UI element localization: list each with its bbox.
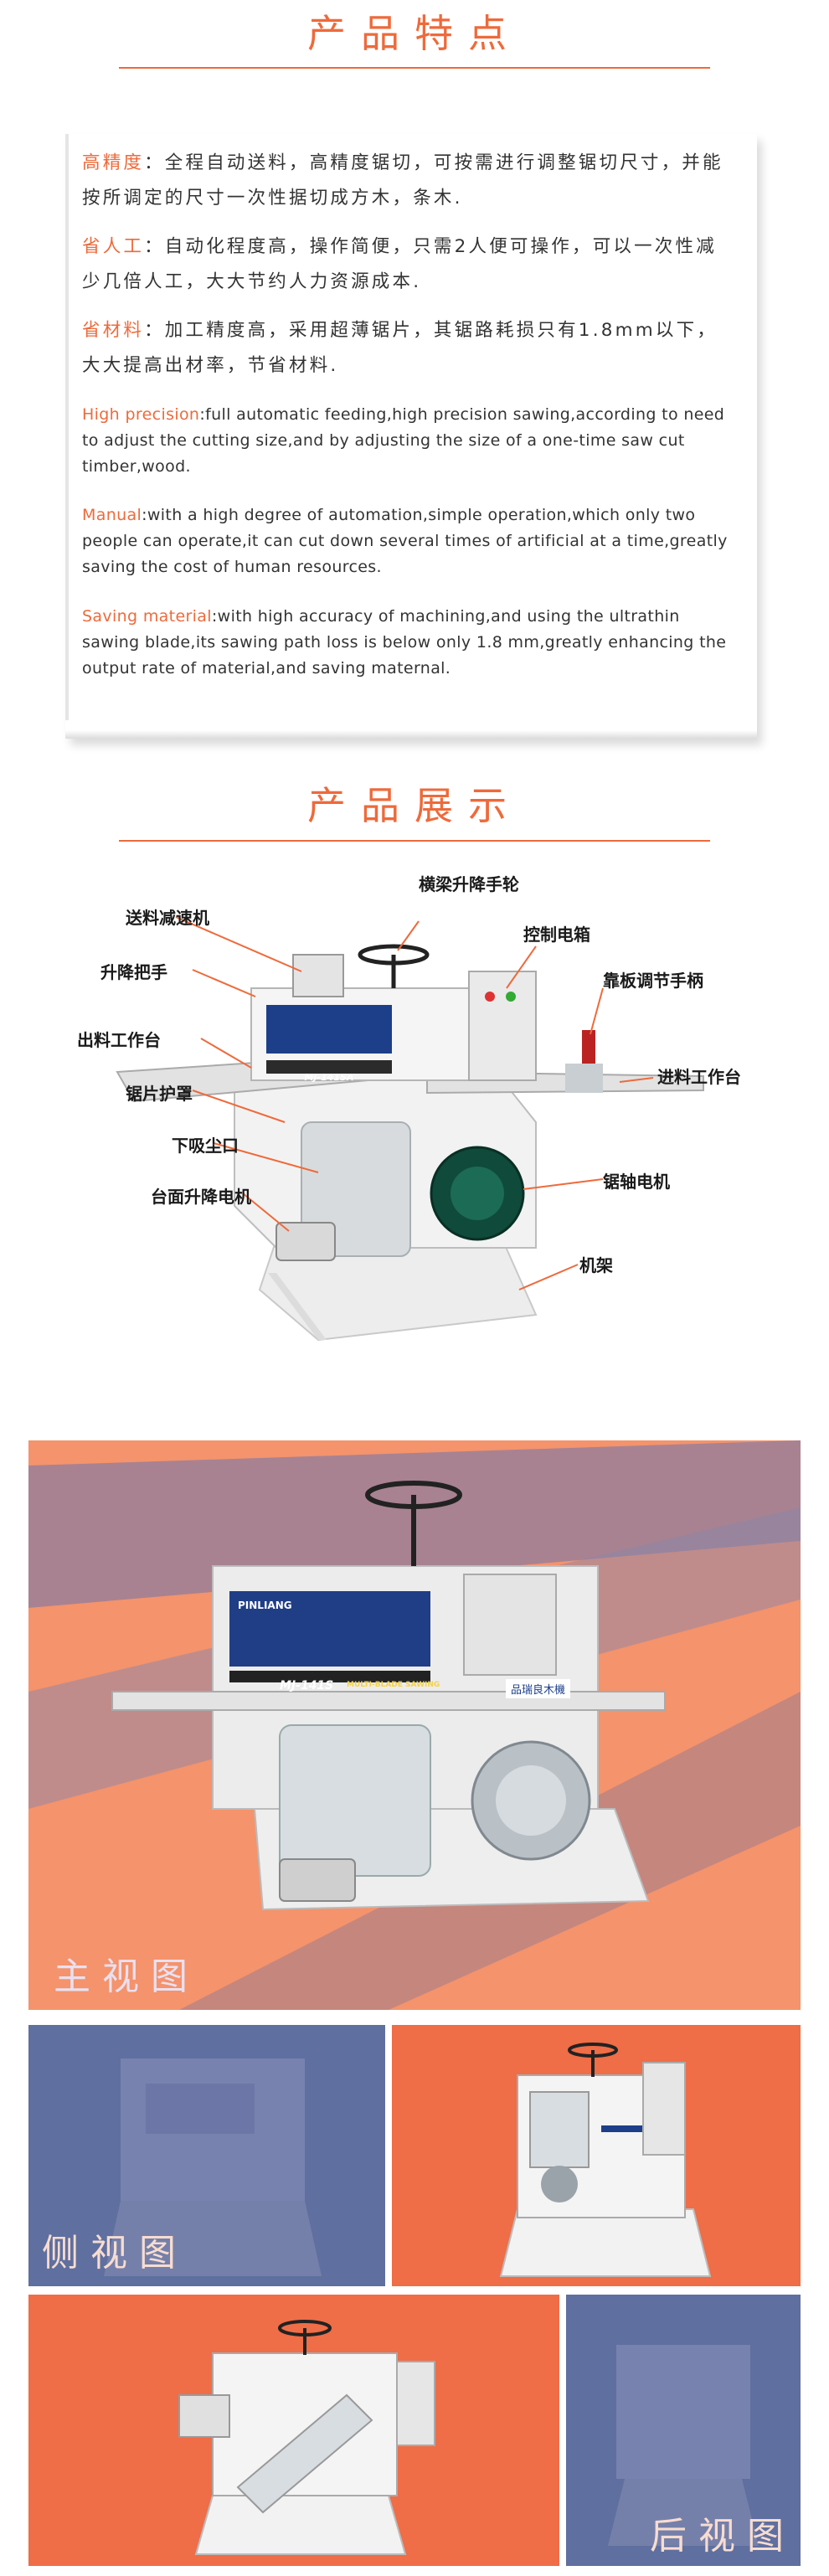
front-view-panel: PINLIANG MJ-141S MULTI-BLADE SAWING 品瑞良木… <box>28 1440 801 2010</box>
callout-lift-handle: 升降把手 <box>100 962 167 982</box>
callout-spindle-motor: 锯轴电机 <box>603 1172 670 1192</box>
feature-en-precision: High precision:full automatic feeding,hi… <box>82 405 725 476</box>
features-heading-underline <box>119 67 710 69</box>
rear-view-photo-panel <box>28 2295 559 2566</box>
front-brand-label: PINLIANG <box>238 1600 292 1611</box>
callout-frame: 机架 <box>579 1255 613 1275</box>
callout-dust-outlet: 下吸尘口 <box>172 1136 239 1156</box>
machine-illustration <box>116 916 704 1342</box>
features-heading: 产品特点 <box>307 11 522 56</box>
callout-blade-guard: 锯片护罩 <box>126 1084 193 1104</box>
front-model-label: MJ-141S <box>280 1679 334 1692</box>
feature-en-manual: Manual:with a high degree of automation,… <box>82 506 728 576</box>
side-view-blue-photo <box>104 2058 322 2276</box>
side-view-photo-panel <box>392 2025 801 2286</box>
feature-cn-precision: 高精度：全程自动送料，高精度锯切，可按需进行调整锯切尺寸，并能按所调定的尺寸一次… <box>82 152 723 209</box>
rear-view-blue-photo <box>608 2345 759 2546</box>
front-badge-label: MULTI-BLADE SAWING <box>347 1681 440 1689</box>
card-bottom-shadow <box>65 730 757 739</box>
rear-view-blue-panel: 后视图 <box>566 2295 801 2566</box>
callout-fence-handle: 靠板调节手柄 <box>603 971 703 991</box>
display-heading-underline <box>119 840 710 842</box>
callout-feed-reducer: 送料减速机 <box>126 908 209 928</box>
callout-table-lift-motor: 台面升降电机 <box>151 1187 251 1207</box>
rear-view-photo <box>178 2320 435 2555</box>
front-brand-cn: 品瑞良木機 <box>506 1679 571 1698</box>
features-card: 高精度：全程自动送料，高精度锯切，可按需进行调整锯切尺寸，并能按所调定的尺寸一次… <box>65 134 757 739</box>
card-left-bar <box>65 134 69 720</box>
front-view-label: 主视图 <box>54 1955 199 1998</box>
side-view-photo <box>499 2043 712 2277</box>
callout-infeed-table: 进料工作台 <box>657 1067 741 1087</box>
feature-en-material: Saving material:with high accuracy of ma… <box>82 607 727 677</box>
front-view-photo <box>28 1440 801 2010</box>
callout-control-box: 控制电箱 <box>523 925 590 945</box>
feature-cn-labor: 省人工：自动化程度高，操作简便，只需2人便可操作，可以一次性减少几倍人工，大大节… <box>82 236 717 292</box>
callout-outfeed-table: 出料工作台 <box>77 1030 161 1050</box>
callout-beam-handwheel: 横梁升降手轮 <box>419 874 519 894</box>
side-view-label: 侧视图 <box>42 2232 188 2275</box>
feature-cn-material: 省材料：加工精度高，采用超薄锯片，其锯路耗损只有1.8mm以下，大大提高出材率，… <box>82 320 718 376</box>
rear-view-label: 后视图 <box>650 2515 796 2558</box>
display-heading: 产品展示 <box>307 783 522 828</box>
side-view-blue-panel: 侧视图 <box>28 2025 385 2286</box>
machine-diagram: MJ-141SA 送料减速机 升降把手 出料工作台 锯片护罩 下吸尘口 台面升降… <box>67 871 770 1373</box>
machine-model-label: MJ-141SA <box>304 1072 354 1083</box>
